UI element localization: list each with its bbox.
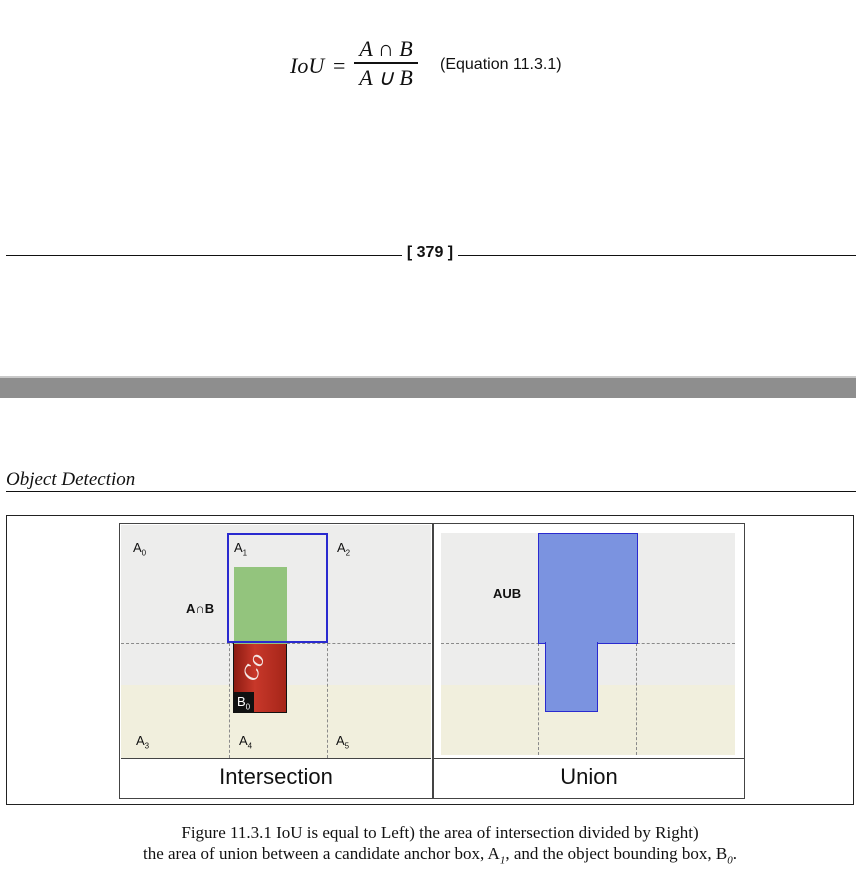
anchor-label-a2: A2 [337, 540, 351, 558]
equation-lhs: IoU [290, 53, 325, 78]
figure-frame [6, 515, 854, 805]
grid-line-vertical [327, 643, 328, 758]
anchor-label-a3: A3 [136, 733, 150, 751]
left-caption-divider [121, 758, 431, 759]
page-separator [0, 376, 856, 398]
grid-line-vertical [538, 643, 539, 755]
intersection-label: A∩B [186, 601, 215, 616]
figure-caption-line2: the area of union between a candidate an… [142, 844, 738, 867]
grid-line-vertical [636, 643, 637, 755]
union-region-bottom [545, 642, 598, 712]
footer-rule-left [6, 255, 402, 256]
anchor-label-a0: A0 [133, 540, 147, 558]
anchor-box-a1 [227, 533, 328, 643]
anchor-label-a4: A4 [239, 733, 253, 751]
chapter-rule [6, 491, 856, 492]
figure-caption: Figure 11.3.1 IoU is equal to Left) the … [80, 822, 800, 871]
right-caption-divider [434, 758, 744, 759]
anchor-label-a5: A5 [336, 733, 350, 751]
figure-caption-line1: Figure 11.3.1 IoU is equal to Left) the … [181, 823, 699, 842]
equation-numerator: A ∩ B [359, 36, 413, 61]
right-panel-caption: Union [560, 764, 618, 789]
grid-line-vertical [229, 643, 230, 758]
intersection-region [234, 567, 287, 644]
chapter-title: Object Detection [6, 469, 136, 490]
equation-fraction: A ∩ B A ∪ B [354, 37, 418, 90]
equation-denominator: A ∪ B [359, 64, 413, 90]
equation-equals: = [333, 53, 346, 78]
fraction-bar [354, 62, 418, 64]
equation-label: (Equation 11.3.1) [440, 56, 562, 73]
left-panel-caption: Intersection [219, 764, 333, 789]
footer-rule-right [458, 255, 856, 256]
union-region-top [538, 533, 638, 644]
object-label-b0: B0 [234, 692, 254, 712]
page-number: [ 379 ] [406, 244, 454, 261]
anchor-label-a1: A1 [234, 540, 248, 558]
union-label: AUB [493, 586, 522, 601]
